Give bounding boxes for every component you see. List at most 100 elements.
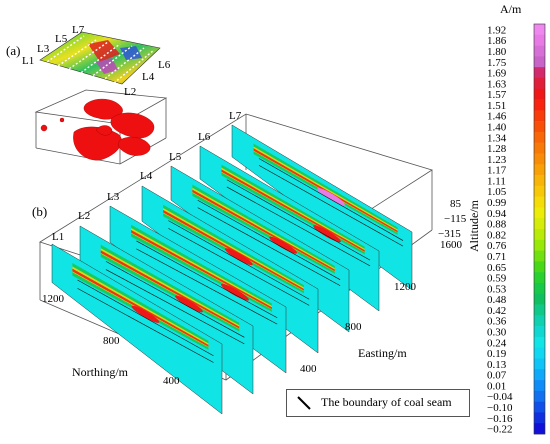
coal-seam-boundary	[105, 261, 245, 338]
slice-band	[163, 209, 304, 291]
coal-seam-boundary	[226, 179, 371, 261]
coal-seam-boundary	[77, 279, 214, 357]
colorbar-tick-label: 0.99	[487, 197, 507, 209]
colorbar-tick-label: 0.13	[487, 359, 507, 371]
colorbar-swatch	[534, 196, 545, 208]
colorbar-tick-label: 1.11	[487, 175, 506, 187]
easting-tick-800: 800	[345, 321, 362, 333]
colorbar-swatch	[534, 229, 545, 241]
colorbar-tick-label: 1.17	[487, 165, 507, 177]
colorbar-swatch	[534, 99, 545, 111]
colorbar-swatch	[534, 282, 545, 295]
slice-anomaly	[313, 225, 341, 243]
colorbar-swatch	[534, 24, 545, 36]
coal-seam-boundary	[258, 165, 404, 247]
altitude-axis-label: Altitude/m	[467, 199, 481, 252]
profile-slice	[109, 205, 287, 374]
colorbar-tick-label: 0.30	[487, 327, 507, 339]
anomaly-bodies	[40, 98, 155, 161]
slice-anomaly	[224, 248, 253, 266]
colorbar-swatch	[534, 326, 545, 338]
profile-label-l7: L7	[229, 110, 242, 122]
colorbar-tick-label: 0.24	[487, 337, 507, 349]
colorbar-tick-label: 0.01	[487, 380, 506, 392]
colorbar-swatch	[534, 67, 545, 79]
colorbar-swatch	[534, 121, 545, 133]
colorbar-swatch	[534, 164, 545, 176]
profile-label-l5: L5	[169, 151, 182, 163]
panel-a-line-label-l6: L6	[158, 59, 171, 71]
colorbar-tick-label: 1.46	[487, 111, 507, 123]
profile-slices	[51, 124, 413, 415]
colorbar-unit: A/m	[500, 2, 522, 16]
colorbar-tick-label: 0.36	[487, 316, 507, 328]
northing-axis-label: Northing/m	[72, 365, 129, 379]
profile-slice	[51, 243, 223, 415]
panel-a-label: (a)	[6, 43, 20, 58]
coal-seam-boundary	[136, 248, 278, 325]
colorbar-swatch	[534, 336, 545, 348]
coal-seam-boundary	[168, 220, 310, 300]
colorbar-tick-label: 0.48	[487, 294, 507, 306]
slice-band	[221, 169, 365, 252]
colorbar-swatch	[534, 45, 545, 57]
colorbar-swatch	[534, 380, 545, 392]
panel-a-line-label-l5: L5	[55, 33, 68, 45]
colorbar-swatch	[534, 250, 545, 262]
colorbar-swatch	[534, 153, 545, 165]
colorbar-tick-label: 1.92	[487, 24, 506, 36]
colorbar-swatch	[534, 347, 545, 359]
colorbar-tick-label: 1.69	[487, 68, 507, 80]
colorbar-tick-label: 0.88	[487, 219, 507, 231]
slice-band	[131, 230, 272, 310]
colorbar: 1.921.861.801.751.691.631.571.511.461.40…	[487, 23, 546, 436]
coal-seam-boundary	[197, 199, 341, 280]
colorbar-tick-label: 1.80	[487, 46, 507, 58]
colorbar-tick-label: 1.75	[487, 57, 507, 69]
colorbar-tick-label: −0.10	[487, 402, 513, 414]
colorbar-tick-label: 0.42	[487, 305, 506, 317]
colorbar-tick-label: −0.16	[487, 413, 513, 425]
panel-a-line-label-l7: L7	[72, 24, 85, 36]
colorbar-swatch	[534, 56, 545, 68]
colorbar-tick-label: 0.53	[487, 283, 507, 295]
colorbar-swatch	[534, 423, 545, 435]
colorbar-swatch	[534, 88, 545, 100]
colorbar-swatch	[534, 369, 545, 381]
colorbar-swatch	[534, 207, 545, 219]
altitude-tick-minus115: −115	[444, 213, 467, 225]
colorbar-tick-label: 1.34	[487, 132, 507, 144]
colorbar-tick-label: 0.19	[487, 348, 507, 360]
colorbar-swatch	[534, 175, 545, 187]
panel-b-label: (b)	[32, 204, 47, 219]
coal-seam-boundary	[136, 240, 278, 319]
profile-label-l3: L3	[107, 191, 120, 203]
slice-band	[192, 189, 335, 272]
slice-band	[253, 148, 398, 233]
legend-text: The boundary of coal seam	[321, 395, 452, 409]
colorbar-tick-label: 1.40	[487, 122, 507, 134]
colorbar-swatch	[534, 131, 545, 143]
colorbar-tick-label: −0.04	[487, 391, 513, 403]
profile-label-l2: L2	[78, 210, 90, 222]
slice-anomaly	[317, 188, 345, 206]
colorbar-swatch	[534, 110, 545, 122]
panel-b: (b) L1 L2 L3 L4 L5 L6 L7 1200 800 400 No…	[32, 110, 481, 415]
colorbar-swatch	[534, 239, 545, 251]
colorbar-tick-label: 0.94	[487, 208, 507, 220]
profile-label-l1: L1	[52, 231, 64, 243]
slice-anomaly	[221, 283, 249, 301]
altitude-tick-minus315: −315	[438, 228, 461, 240]
northing-tick-400: 400	[163, 375, 180, 387]
easting-tick-1200: 1200	[394, 281, 417, 293]
panel-a-line-label-l2: L2	[124, 86, 136, 98]
easting-tick-1600: 1600	[440, 239, 463, 251]
colorbar-swatch	[534, 358, 545, 370]
colorbar-tick-label: 1.28	[487, 143, 507, 155]
colorbar-swatch	[534, 390, 545, 402]
colorbar-tick-label: 0.71	[487, 251, 506, 263]
colorbar-swatch	[534, 412, 545, 424]
colorbar-tick-label: 0.82	[487, 229, 506, 241]
colorbar-tick-label: 0.07	[487, 370, 507, 382]
